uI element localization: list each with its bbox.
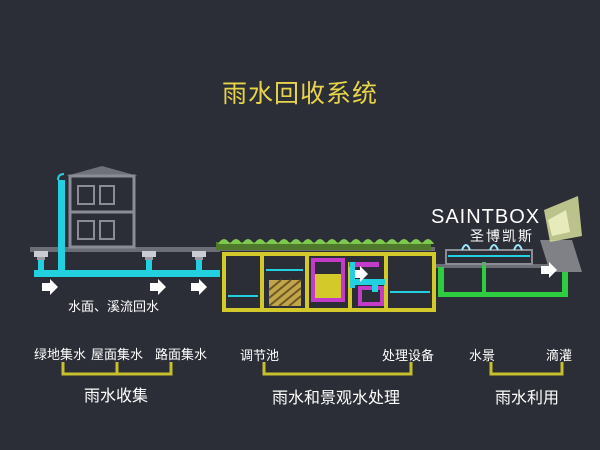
group-treatment-label: 雨水和景观水处理 [272,388,401,407]
brand-name-zh: 圣博凯斯 [470,229,534,245]
equipment-pipe-top [349,262,379,267]
flow-label: 水面、溪流回水 [68,300,160,315]
collection-item-roof: 屋面集水 [91,348,144,363]
treatment-item-tank: 调节池 [240,349,280,364]
inlet-mid [146,256,152,272]
reuse-pipe [438,252,568,297]
water-feature-icon [445,244,533,265]
flow-arrow-2 [150,279,166,295]
grass-strip [216,239,434,250]
page-title: 雨水回收系统 [221,79,378,108]
house-icon [66,166,138,249]
collection-bracket [61,362,173,376]
filter-media-icon [268,279,302,307]
equipment-pipe-cyan [353,279,385,285]
use-item-drip: 滴灌 [546,349,573,364]
grate-left-icon [34,251,48,260]
collection-item-road: 路面集水 [155,348,208,363]
inlet-left [38,256,44,272]
roof-downpipe [58,180,65,276]
treatment-bracket [262,362,413,376]
use-item-water-feature: 水景 [469,349,496,364]
equipment-pump [358,286,384,306]
equipment-riser [350,262,355,288]
reuse-flow-arrow [541,262,557,278]
equipment-vessel [313,274,345,300]
ground-line [30,247,220,252]
gutter [57,173,65,181]
use-bracket [489,362,564,376]
treatment-item-equipment: 处理设备 [382,349,435,364]
drip-irrigation-icon [540,196,582,272]
flow-arrow-1 [42,279,58,295]
collection-pipe [34,270,220,277]
brand-name-en: SAINTBOX [431,206,541,228]
grate-mid-icon [142,251,156,260]
inlet-right [196,256,202,272]
equipment-pipe-cyan-v [372,284,378,292]
tank-flow-arrow [352,266,368,282]
grate-right-icon [192,251,206,260]
ground-line-far [435,264,565,268]
collection-item-green: 绿地集水 [34,348,87,363]
flow-arrow-3 [191,279,207,295]
group-collection-label: 雨水收集 [84,386,149,405]
equipment-frame [311,258,345,302]
group-use-label: 雨水利用 [495,388,560,407]
